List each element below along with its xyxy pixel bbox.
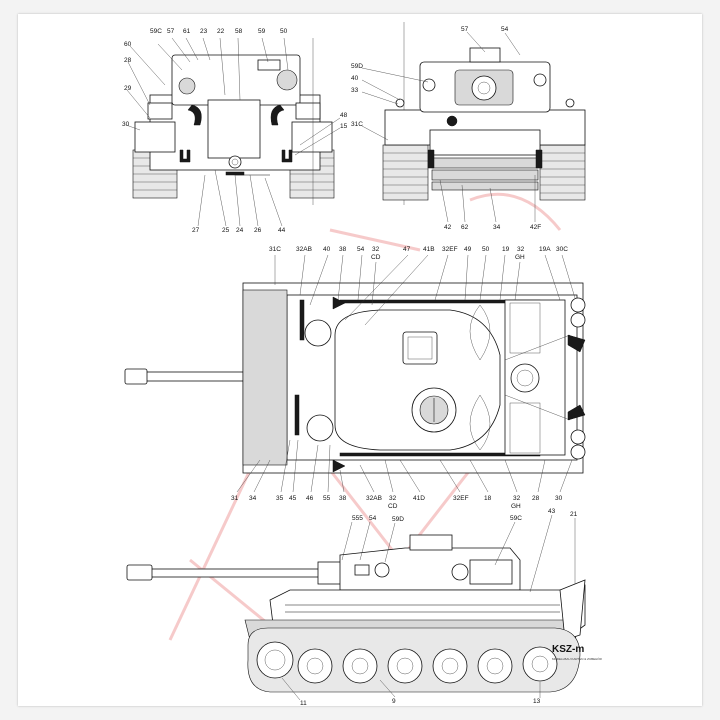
callout: 59D — [392, 516, 404, 523]
top-view-callouts-lower: 31 34 35 45 46 55 38 32AB 32 CD 41D 32EF… — [231, 495, 563, 510]
callout: 19A — [539, 246, 551, 253]
callout: 54 — [357, 246, 365, 253]
callout: 32 — [517, 246, 525, 253]
callout: CD — [371, 254, 381, 261]
rear-view-callouts: 59C 57 61 23 22 58 59 50 60 28 29 30 48 … — [122, 28, 348, 234]
callout: 25 — [222, 227, 230, 234]
callout: 555 — [352, 515, 363, 522]
callout: 24 — [236, 227, 244, 234]
logo-text: KSZ-m — [552, 644, 584, 655]
callout: 9 — [392, 698, 396, 705]
spare-track-links — [431, 157, 539, 191]
callout: 28 — [124, 57, 132, 64]
callout: 22 — [217, 28, 225, 35]
callout: 46 — [306, 495, 314, 502]
callout: 50 — [482, 246, 490, 253]
callout: 58 — [235, 28, 243, 35]
callout: 41B — [423, 246, 435, 253]
callout: 26 — [254, 227, 262, 234]
front-view: 57 54 59D 40 33 31C 42 62 34 42F — [351, 26, 586, 231]
callout: 59C — [150, 28, 162, 35]
callout: 49 — [464, 246, 472, 253]
callout: 34 — [249, 495, 257, 502]
callout: 28 — [532, 495, 540, 502]
callout: 50 — [280, 28, 288, 35]
callout: 31C — [269, 246, 281, 253]
callout: 31 — [231, 495, 239, 502]
callout: 59C — [510, 515, 522, 522]
brand-logo: KSZ-m MODELLBAU KARTEN & ZUBEHÖR — [552, 644, 603, 661]
callout: 38 — [339, 246, 347, 253]
callout: 44 — [278, 227, 286, 234]
callout: 48 — [340, 112, 348, 119]
top-view-callouts-upper: 31C 32AB 40 38 54 32 CD 47 41B 32EF 49 5… — [269, 246, 568, 261]
callout: 32 — [389, 495, 397, 502]
callout: 13 — [533, 698, 541, 705]
callout: 40 — [323, 246, 331, 253]
callout: 62 — [461, 224, 469, 231]
logo-subtext: MODELLBAU KARTEN & ZUBEHÖR — [552, 657, 603, 661]
callout: 40 — [351, 75, 359, 82]
callout: 42 — [444, 224, 452, 231]
callout: 32EF — [442, 246, 458, 253]
callout: 54 — [369, 515, 377, 522]
side-view-callouts: 555 54 59D 59C 43 21 11 9 13 — [300, 508, 578, 707]
side-view: 555 54 59D 59C 43 21 11 9 13 — [126, 508, 586, 707]
callout: 15 — [340, 123, 348, 130]
callout: 54 — [501, 26, 509, 33]
callout: 59D — [351, 63, 363, 70]
callout: 31C — [351, 121, 363, 128]
callout: 18 — [484, 495, 492, 502]
road-wheels — [256, 641, 558, 684]
rear-view: 59C 57 61 23 22 58 59 50 60 28 29 30 48 … — [122, 28, 348, 234]
callout: 30 — [122, 121, 130, 128]
callout: 59 — [258, 28, 266, 35]
callout: 43 — [548, 508, 556, 515]
callout: 34 — [493, 224, 501, 231]
callout: 60 — [124, 41, 132, 48]
callout: 32AB — [296, 246, 312, 253]
callout: 38 — [339, 495, 347, 502]
callout: 33 — [351, 87, 359, 94]
front-view-callouts: 57 54 59D 40 33 31C 42 62 34 42F — [351, 26, 541, 231]
callout: GH — [511, 503, 521, 510]
callout: 57 — [461, 26, 469, 33]
callout: 55 — [323, 495, 331, 502]
callout: GH — [515, 254, 525, 261]
callout: 32AB — [366, 495, 382, 502]
callout: 61 — [183, 28, 191, 35]
callout: 19 — [502, 246, 510, 253]
callout: 45 — [289, 495, 297, 502]
callout: 57 — [167, 28, 175, 35]
callout: 42F — [530, 224, 541, 231]
callout: 32EF — [453, 495, 469, 502]
callout: 21 — [570, 511, 578, 518]
callout: 30 — [555, 495, 563, 502]
callout: 47 — [403, 246, 411, 253]
callout: 30C — [556, 246, 568, 253]
callout: 27 — [192, 227, 200, 234]
callout: 29 — [124, 85, 132, 92]
callout: 11 — [300, 700, 307, 707]
callout: CD — [388, 503, 398, 510]
callout: 35 — [276, 495, 284, 502]
callout: 32 — [372, 246, 380, 253]
callout: 23 — [200, 28, 208, 35]
callout: 41D — [413, 495, 425, 502]
top-view: 31C 32AB 40 38 54 32 CD 47 41B 32EF 49 5… — [124, 246, 586, 510]
callout: 32 — [513, 495, 521, 502]
